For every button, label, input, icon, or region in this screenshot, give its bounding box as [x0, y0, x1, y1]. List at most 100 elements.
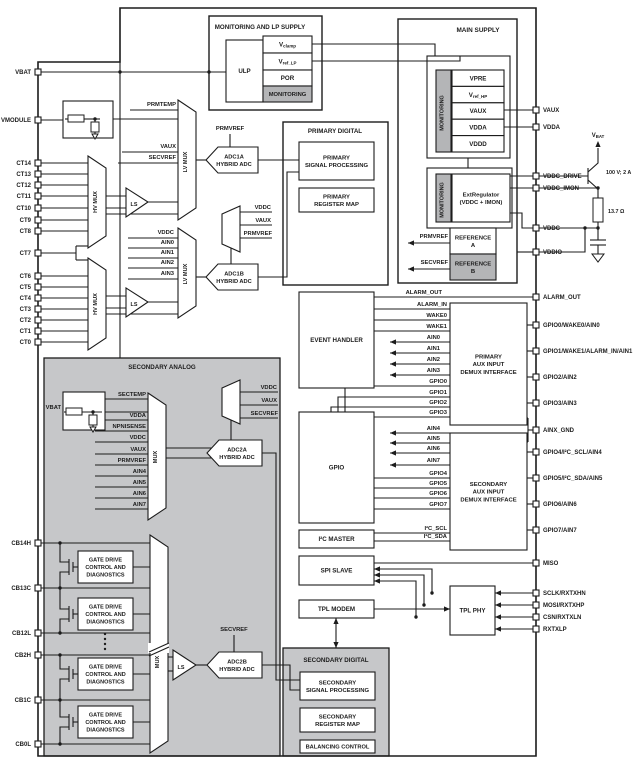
- pin-label-cb12l: CB12L: [12, 631, 31, 637]
- text-13-7-: 13.7 Ω: [608, 209, 625, 215]
- pin-label-cb0l: CB0L: [15, 742, 31, 748]
- pin-vddc-drive: [532, 172, 540, 180]
- text-secondary-digital: SECONDARY DIGITAL: [303, 657, 368, 664]
- gpio-block-label: GPIO: [329, 465, 345, 472]
- junction-dot: [207, 70, 211, 74]
- primary-signal-processing-block: [298, 141, 375, 181]
- level-shifter-3: [172, 648, 198, 682]
- i2c-master-block-label: I²C MASTER: [318, 536, 355, 543]
- vaux-block-label: VAUX: [470, 108, 488, 115]
- text-gpio2: GPIO2: [429, 400, 447, 406]
- pin-cb2h: [34, 651, 42, 659]
- ellipsis-dot: [103, 647, 107, 651]
- text-sectemp: SECTEMP: [118, 392, 146, 398]
- lv-mux-1: [177, 98, 197, 222]
- pin-label-ct11: CT11: [17, 194, 32, 200]
- arrowhead-left: [390, 339, 396, 345]
- arrowhead-left: [374, 572, 380, 578]
- text-secvref: SECVREF: [149, 155, 177, 161]
- text-monitoring-and-lp-supply: MONITORING AND LP SUPPLY: [215, 24, 306, 31]
- gpio-block: [298, 411, 375, 524]
- pin-label-ct12: CT12: [16, 183, 31, 189]
- ulp-block: [225, 39, 264, 103]
- wire: [258, 171, 299, 278]
- secondary-analog-mux-label: MUX: [153, 451, 159, 464]
- wire-detail: [148, 642, 170, 653]
- pin-label-sclk-rxtxhn: SCLK/RXTXHN: [543, 591, 586, 597]
- wire: [262, 664, 300, 691]
- level-shifter-2-label: LS: [131, 302, 138, 308]
- pin-ct13: [34, 170, 42, 178]
- gate-drive-block-2: [77, 597, 134, 631]
- vpre-monitoring-bar-label: MONITORING: [440, 95, 446, 131]
- vpre-block-label: VPRE: [470, 75, 487, 82]
- junction-dot: [91, 410, 95, 414]
- wire: [59, 678, 69, 700]
- pin-label-ct9: CT9: [20, 218, 32, 224]
- junction-dot: [414, 615, 418, 619]
- arrowhead-left: [495, 614, 501, 620]
- pin-label-gpio5-i-c-sda-ain5: GPIO5/I²C_SDA/AIN5: [543, 475, 603, 482]
- text-vddc: VDDC: [261, 385, 278, 391]
- spi-slave-block-label: SPI SLAVE: [321, 568, 353, 575]
- gate-drive-block-4: [77, 705, 134, 739]
- pin-vddio: [532, 248, 540, 256]
- wire: [59, 571, 69, 588]
- arrowhead-left: [390, 440, 396, 446]
- hv-mux-1: [87, 154, 107, 250]
- text-ain3: AIN3: [427, 368, 441, 374]
- vddd-block: [451, 135, 505, 153]
- junction-dot: [583, 226, 587, 230]
- extregulator-block-label: ExtRegulator(VDDC + IMON): [460, 192, 503, 206]
- text-gpio7: GPIO7: [429, 502, 447, 508]
- pin-miso: [532, 559, 540, 567]
- pin-gpio0-wake0-ain0: [532, 321, 540, 329]
- pin-vddc: [532, 224, 540, 232]
- gate-drive-block-3: [77, 657, 134, 691]
- vddd-block-label: VDDD: [469, 141, 487, 148]
- wire: [587, 179, 599, 198]
- pin-label-ct0: CT0: [20, 340, 32, 346]
- arrowhead-left: [390, 430, 396, 436]
- pin-ct14: [34, 159, 42, 167]
- wire: [59, 543, 69, 563]
- text-ain3: AIN3: [161, 271, 175, 277]
- text-prmvref: PRMVREF: [216, 126, 245, 132]
- arrowhead-left: [495, 590, 501, 596]
- pin-label-mosi-rxtxhp: MOSI/RXTXHP: [543, 603, 584, 609]
- pin-label-ct8: CT8: [20, 229, 32, 235]
- pin-ct6: [34, 272, 42, 280]
- lp-monitoring-block: [262, 85, 313, 103]
- wire: [59, 700, 69, 718]
- lv-mux-2-label: LV MUX: [183, 263, 189, 284]
- tpl-phy-block: [449, 585, 496, 636]
- arrowhead-left: [390, 361, 396, 367]
- pin-alarm-out: [532, 293, 540, 301]
- pin-ainx-gnd: [532, 426, 540, 434]
- secondary-analog-mux: [147, 391, 167, 522]
- junction-dot: [58, 742, 62, 746]
- wire: [59, 655, 69, 670]
- arrowhead-left: [374, 578, 380, 584]
- vpre-subbox: [426, 55, 511, 159]
- pin-vmodule: [34, 116, 42, 124]
- resistor-v-vmodule: [90, 121, 100, 133]
- arrowhead-left: [390, 462, 396, 468]
- wire: [59, 588, 69, 610]
- hv-mux-1-label: HV MUX: [93, 191, 99, 213]
- wire: [330, 406, 450, 412]
- pin-ct7: [34, 249, 42, 257]
- arrowhead-left: [408, 266, 414, 272]
- pin-cb13c: [34, 584, 42, 592]
- event-handler-block: [298, 291, 375, 389]
- junction-dot: [58, 631, 62, 635]
- vref-hp-block-label: Vref_HP: [469, 92, 488, 99]
